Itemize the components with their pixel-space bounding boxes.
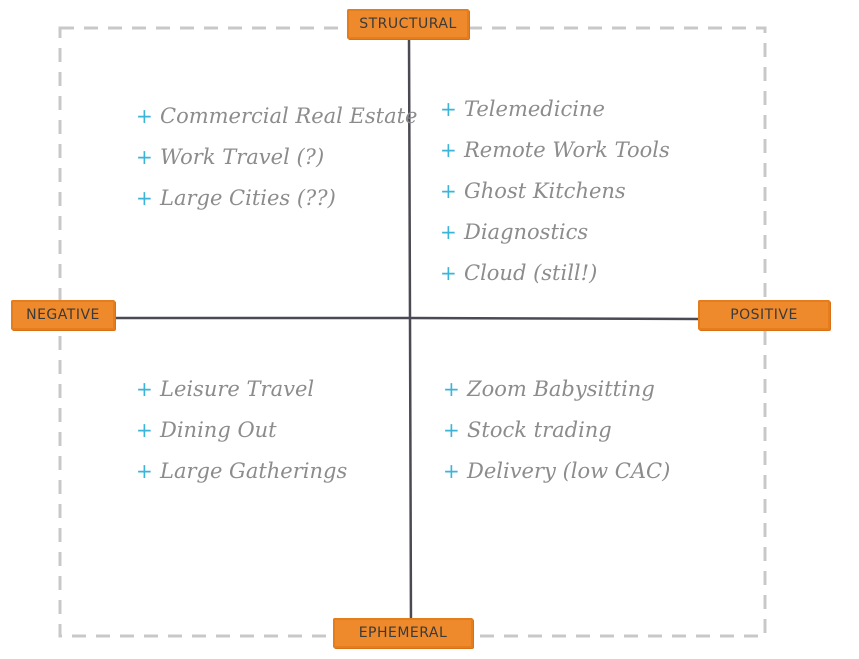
list-item: + Commercial Real Estate xyxy=(136,95,417,136)
list-item: + Zoom Babysitting xyxy=(443,368,670,409)
plus-icon: + xyxy=(443,417,460,442)
label-highlight xyxy=(11,300,115,330)
axis-label-negative: NEGATIVE xyxy=(11,300,115,330)
list-item: + Large Cities (??) xyxy=(136,177,417,218)
plus-icon: + xyxy=(440,137,457,162)
axis-label-text: STRUCTURAL xyxy=(359,16,457,32)
plus-icon: + xyxy=(136,103,153,128)
list-item-label: Telemedicine xyxy=(464,96,605,121)
plus-icon: + xyxy=(136,417,153,442)
list-item: + Dining Out xyxy=(136,409,347,450)
plus-icon: + xyxy=(440,96,457,121)
list-item-label: Work Travel (?) xyxy=(160,144,325,169)
horizontal-axis-line xyxy=(110,316,702,321)
quadrant-ephemeral-negative-list: + Leisure Travel + Dining Out + Large Gathe… xyxy=(136,368,347,491)
list-item-label: Dining Out xyxy=(160,417,277,442)
plus-icon: + xyxy=(440,219,457,244)
axis-label-text: POSITIVE xyxy=(730,307,798,323)
plus-icon: + xyxy=(136,185,153,210)
list-item: + Large Gatherings xyxy=(136,450,347,491)
label-highlight xyxy=(333,618,473,648)
axis-label-text: NEGATIVE xyxy=(26,307,100,323)
plus-icon: + xyxy=(136,376,153,401)
list-item: + Delivery (low CAC) xyxy=(443,450,670,491)
axis-label-structural: STRUCTURAL xyxy=(347,9,469,39)
plus-icon: + xyxy=(443,458,460,483)
plus-icon: + xyxy=(136,458,153,483)
list-item-label: Stock trading xyxy=(467,417,612,442)
plus-icon: + xyxy=(136,144,153,169)
list-item-label: Large Cities (??) xyxy=(160,185,336,210)
list-item: + Leisure Travel xyxy=(136,368,347,409)
list-item-label: Cloud (still!) xyxy=(464,260,598,285)
list-item-label: Large Gatherings xyxy=(160,458,348,483)
axis-label-ephemeral: EPHEMERAL xyxy=(333,618,473,648)
list-item-label: Commercial Real Estate xyxy=(160,103,418,128)
list-item: + Stock trading xyxy=(443,409,670,450)
list-item: + Diagnostics xyxy=(440,211,670,252)
quadrant-ephemeral-positive-list: + Zoom Babysitting + Stock trading + Delive… xyxy=(443,368,670,491)
label-highlight xyxy=(698,300,830,330)
list-item-label: Remote Work Tools xyxy=(464,137,670,162)
plus-icon: + xyxy=(443,376,460,401)
list-item: + Ghost Kitchens xyxy=(440,170,670,211)
axis-label-positive: POSITIVE xyxy=(698,300,830,330)
axis-label-text: EPHEMERAL xyxy=(358,625,448,641)
list-item: + Cloud (still!) xyxy=(440,252,670,293)
list-item-label: Delivery (low CAC) xyxy=(467,458,671,483)
list-item-label: Leisure Travel xyxy=(160,376,315,401)
vertical-axis-line xyxy=(407,33,413,632)
plus-icon: + xyxy=(440,260,457,285)
quadrant-structural-negative-list: + Commercial Real Estate + Work Travel (?)… xyxy=(136,95,417,218)
list-item: + Work Travel (?) xyxy=(136,136,417,177)
quadrant-structural-positive-list: + Telemedicine + Remote Work Tools + Ghost … xyxy=(440,88,670,293)
list-item-label: Zoom Babysitting xyxy=(467,376,655,401)
list-item: + Telemedicine xyxy=(440,88,670,129)
list-item-label: Diagnostics xyxy=(464,219,589,244)
label-highlight xyxy=(347,9,469,39)
list-item-label: Ghost Kitchens xyxy=(464,178,626,203)
list-item: + Remote Work Tools xyxy=(440,129,670,170)
plus-icon: + xyxy=(440,178,457,203)
